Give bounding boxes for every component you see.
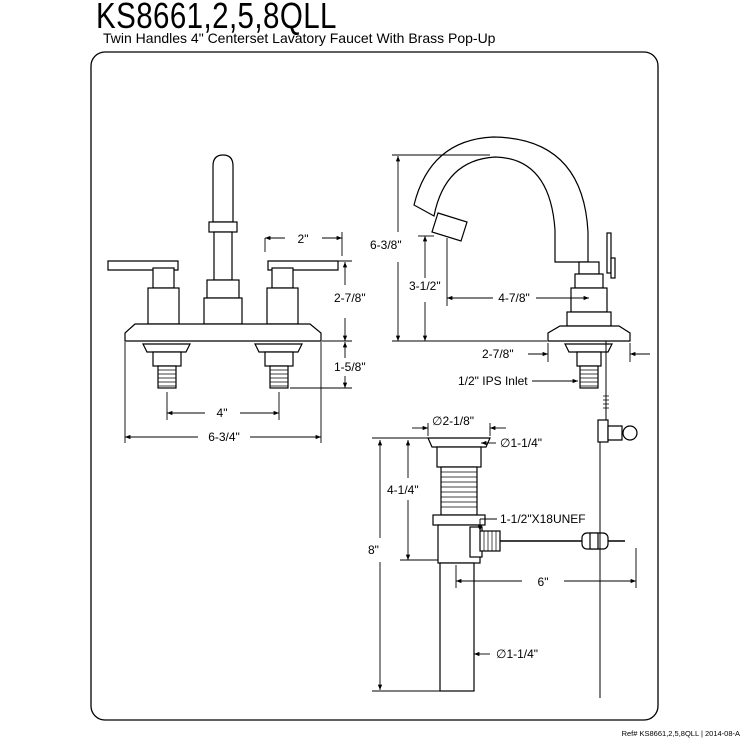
dim-handle-spread: 2"	[298, 232, 309, 246]
front-view-faucet	[107, 154, 339, 389]
product-description: Twin Handles 4" Centerset Lavatory Fauce…	[103, 30, 496, 46]
popup-drain-assembly	[427, 419, 638, 698]
dim-centers: 4"	[217, 406, 228, 420]
side-view-faucet	[413, 136, 631, 420]
dim-overall-width: 6-3/4"	[208, 430, 240, 444]
dim-inlet: 1/2" IPS Inlet	[458, 374, 528, 388]
dim-popup-flange: ∅2-1/8"	[432, 414, 474, 428]
dim-popup-height: 4-1/4"	[387, 483, 419, 497]
dim-popup-total-height: 8"	[368, 543, 379, 557]
model-title: KS8661,2,5,8QLL	[96, 0, 337, 36]
dim-overall-height: 6-3/8"	[370, 238, 402, 252]
dim-tailpiece: ∅1-1/4"	[496, 647, 538, 661]
dim-rod-length: 6"	[538, 575, 549, 589]
dim-spout-reach: 4-7/8"	[498, 291, 530, 305]
dim-popup-thread: 1-1/2"X18UNEF	[500, 512, 586, 526]
drawing-frame	[90, 51, 659, 721]
dim-popup-body: ∅1-1/4"	[500, 436, 542, 450]
dim-spout-height: 3-1/2"	[409, 279, 441, 293]
front-view-dimensions	[124, 232, 352, 443]
popup-dimensions	[372, 423, 637, 692]
reference-footer: Ref# KS8661,2,5,8QLL | 2014-08-A	[621, 729, 740, 738]
dim-body-height: 2-7/8"	[334, 291, 366, 305]
dim-shank-length: 1-5/8"	[334, 360, 366, 374]
side-view-dimensions	[392, 154, 650, 384]
dim-base-depth: 2-7/8"	[482, 347, 514, 361]
